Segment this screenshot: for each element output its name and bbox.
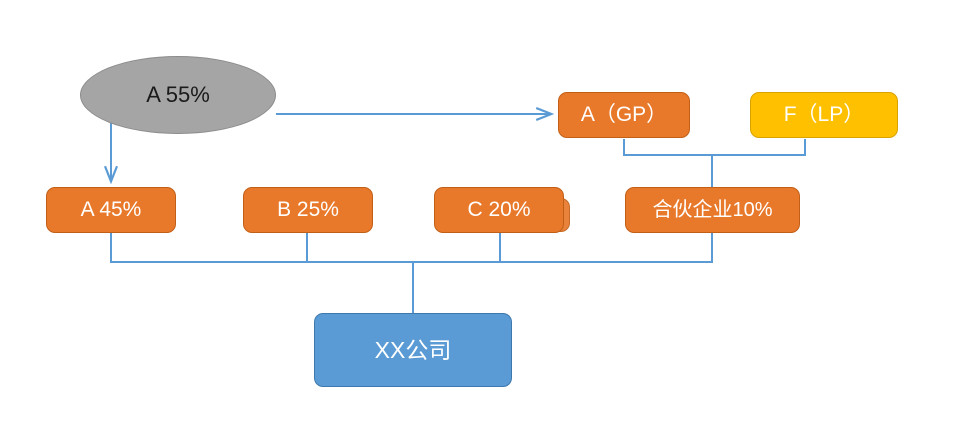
node-lp[interactable]: F（LP） <box>750 92 898 138</box>
node-partnership[interactable]: 合伙企业10% <box>625 187 800 233</box>
node-shareholder-a-55[interactable]: A 55% <box>80 56 276 134</box>
edge-gp-lp-bus <box>623 139 806 156</box>
node-shareholder-c-20[interactable]: C 20% <box>434 187 564 233</box>
node-shareholder-a-45[interactable]: A 45% <box>46 187 176 233</box>
node-gp[interactable]: A（GP） <box>558 92 690 138</box>
node-shareholder-b-25[interactable]: B 25% <box>243 187 373 233</box>
node-company[interactable]: XX公司 <box>314 313 512 387</box>
edge-shareholders-bus <box>110 233 713 263</box>
